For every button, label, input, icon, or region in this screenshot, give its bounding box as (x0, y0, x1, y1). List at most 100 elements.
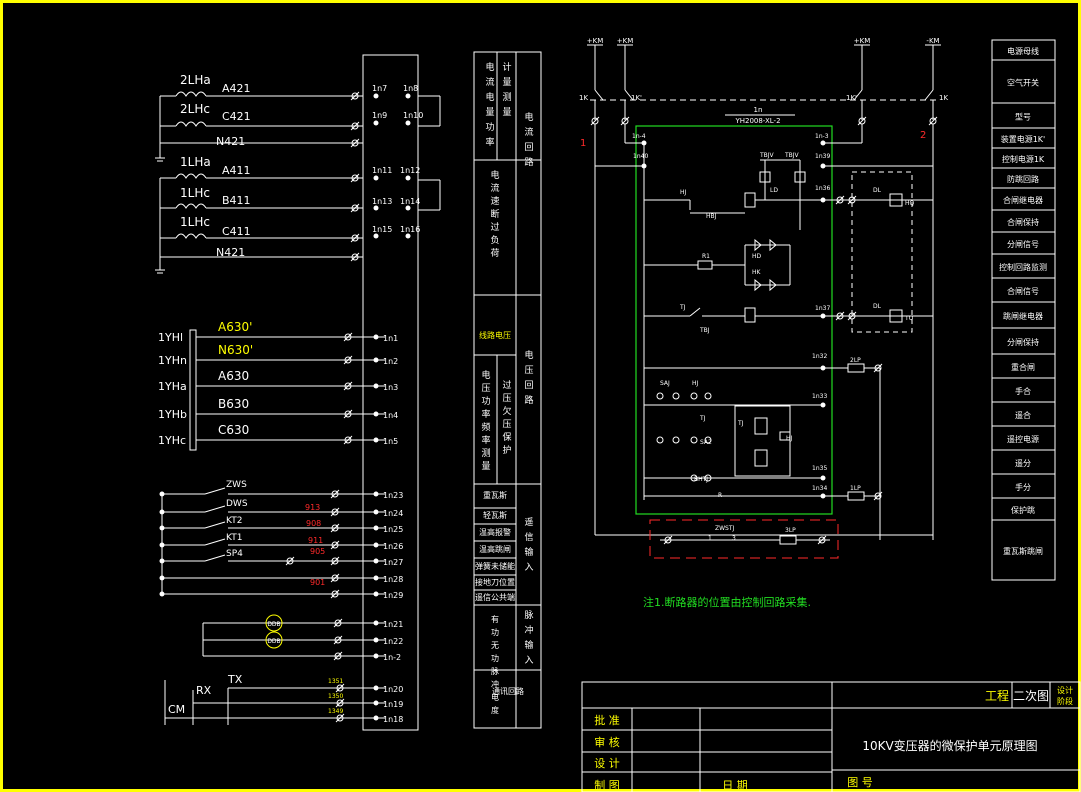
title-row-label: 批 准 (594, 713, 620, 727)
terminal-dot (373, 591, 379, 597)
ct-label: 1LHc (180, 186, 210, 200)
legend-item: 型号 (1015, 113, 1031, 122)
terminal-dot (373, 437, 379, 443)
terminal (344, 356, 352, 364)
terminal-dot (373, 357, 379, 363)
terminal (351, 122, 359, 130)
terminal-dot (373, 558, 379, 564)
module-caption: YH2008-XL-2 (734, 117, 780, 125)
contact-terminal (704, 474, 712, 482)
lamp-label: 3LP (785, 527, 796, 534)
component-label: HJ (786, 435, 793, 442)
terminal (331, 524, 339, 532)
terminal-number: 1n24 (383, 509, 403, 518)
table-cell-label: 温高跳闸 (479, 544, 511, 554)
terminal-slash (343, 435, 353, 445)
ct-coil-icon (175, 173, 207, 179)
voltage-label: 1YHc (158, 434, 186, 447)
supply-label: -KM (926, 37, 939, 45)
supply-label: +KM (587, 37, 604, 45)
wire-number: 1350 (328, 693, 343, 700)
title-drawing-type: 二次图 (1013, 689, 1049, 703)
comm-label: RX (196, 684, 212, 697)
lamp-label: 1LP (850, 485, 861, 492)
led-icon (754, 278, 777, 292)
terminal-slash (343, 381, 353, 391)
table-cell-label: 遥信公共端 (475, 592, 515, 602)
contact-terminal (656, 436, 664, 444)
terminal-slash (350, 91, 360, 101)
contact-blade (204, 487, 226, 495)
table-cell-label: 电压功率频率测量 (481, 369, 490, 472)
terminal (351, 92, 359, 100)
terminal (351, 234, 359, 242)
terminal-dot (405, 205, 411, 211)
title-drawing-no-label: 图 号 (847, 776, 873, 789)
terminal-dot (373, 620, 379, 626)
terminal (331, 541, 339, 549)
terminal-slash (330, 556, 340, 566)
terminal-number: 1n14 (400, 197, 420, 206)
terminal-dot (373, 175, 379, 181)
title-row-label: 制 图 (594, 779, 620, 792)
coil-TQ (889, 309, 903, 323)
terminal (664, 536, 672, 544)
contact-label: KT1 (226, 533, 242, 543)
legend-item: 装置电源1K' (1001, 134, 1046, 144)
terminal-number: 1n16 (400, 225, 420, 234)
title-stage: 阶段 (1057, 696, 1073, 706)
terminal-slash (330, 573, 340, 583)
zwstj-box (649, 519, 839, 559)
wire-number: 905 (310, 547, 325, 556)
terminal-number: 1n-4 (632, 133, 646, 140)
ct-label: 2LHa (180, 73, 211, 87)
contact-terminal (704, 392, 712, 400)
component-label: TBJV (784, 152, 800, 159)
terminal-number: 1n27 (383, 558, 403, 567)
terminal-number: 1n12 (400, 166, 420, 175)
contact-label: KT2 (226, 516, 242, 526)
terminal-strip (362, 54, 419, 731)
component-label: HJ (680, 189, 687, 196)
terminal-dot (373, 93, 379, 99)
terminal-number: 1n22 (383, 637, 403, 646)
table-cell-label: 有功无功脉冲电度 (491, 614, 499, 715)
wire-label: C411 (222, 225, 251, 238)
component-label: TJ (679, 304, 686, 311)
title-block (581, 681, 1081, 792)
terminal-slash (590, 116, 600, 126)
pulse-meter-icon (265, 631, 283, 649)
terminal-slash (333, 651, 343, 661)
contact-label: DL (873, 187, 882, 194)
lamp-label: 2LP (850, 357, 861, 364)
component-label: TJ (737, 420, 744, 427)
terminal-number: 1n29 (383, 591, 403, 600)
terminal-slash (350, 252, 360, 262)
terminal-slash (333, 635, 343, 645)
resistor-R1 (697, 260, 713, 270)
terminal (331, 574, 339, 582)
switch-label: 1K' (631, 94, 642, 102)
terminal-slash (873, 363, 883, 373)
table-cell-label: 电压回路 (524, 349, 533, 406)
terminal (344, 436, 352, 444)
terminal-slash (835, 195, 845, 205)
circuit-note: 注1.断路器的位置由控制回路采集. (643, 595, 811, 609)
legend-item: 分闸保持 (1007, 337, 1039, 347)
contact-terminal (690, 474, 698, 482)
terminal-slash (350, 233, 360, 243)
terminal-dot (373, 575, 379, 581)
terminal (336, 699, 344, 707)
legend-item: 保护跳 (1011, 505, 1035, 515)
terminal (818, 536, 826, 544)
terminal-slash (343, 332, 353, 342)
voltage-label: 1YHl (158, 331, 183, 344)
table-cell-label: 线路电压 (479, 330, 511, 340)
terminal (336, 714, 344, 722)
legend-item: 跳闸继电器 (1003, 311, 1043, 321)
contact-label: DWS (226, 499, 248, 509)
terminal-number: 1n10 (403, 111, 423, 120)
voltage-wire-label: C630 (218, 423, 249, 437)
contact-terminal (656, 392, 664, 400)
